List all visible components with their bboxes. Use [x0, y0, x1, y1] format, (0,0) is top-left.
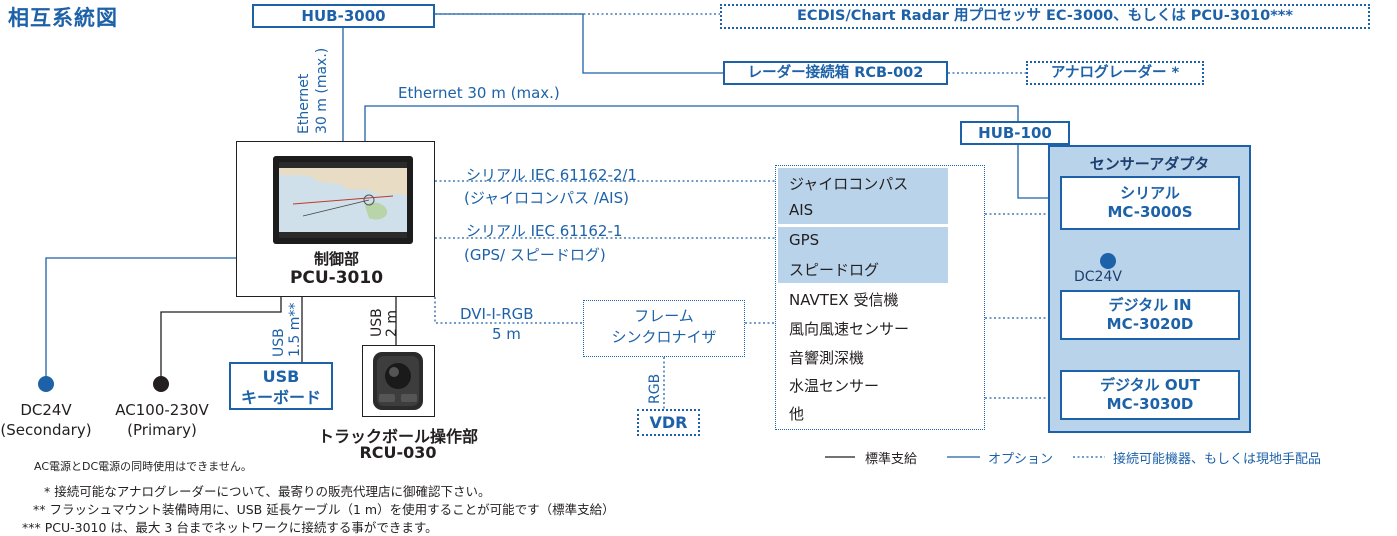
adapter-dc24v-label: DC24V [1074, 269, 1122, 285]
mc-3020d-box: デジタル IN MC-3020D [1060, 290, 1240, 340]
ac-primary-label: (Primary) [127, 421, 197, 439]
hub-100-label: HUB-100 [978, 124, 1052, 142]
sensor-item: スピードログ [789, 261, 880, 279]
vdr-label: VDR [649, 413, 688, 432]
usb-trackball-cable-label-1: USB [369, 308, 385, 337]
hub-3000-box: HUB-3000 [252, 4, 435, 28]
usb-keyboard-box: USB キーボード [229, 362, 333, 410]
sensor-highlight-serial-1 [778, 168, 948, 224]
ac-primary-connector-icon [153, 376, 169, 392]
mc-3030d-model: MC-3030D [1106, 395, 1194, 413]
sensor-item: 風向風速センサー [789, 320, 910, 338]
mc-3000s-model: MC-3000S [1107, 203, 1193, 221]
frame-synchronizer-label-1: フレーム [634, 307, 694, 325]
usb-keyboard-label-2: キーボード [240, 388, 321, 407]
footnote-2: ** フラッシュマウント装備時用に、USB 延長ケーブル（1 m）を使用すること… [33, 502, 615, 517]
frame-synchronizer-label-2: シンクロナイザ [611, 328, 717, 346]
ethernet-vertical-label-1: Ethernet [296, 73, 312, 134]
rcb-002-box: レーダー接続箱 RCB-002 [723, 61, 948, 85]
usb-keyboard-cable-label-1: USB [271, 328, 287, 357]
dc24v-secondary-label: (Secondary) [0, 421, 92, 439]
ac-label: AC100-230V [115, 401, 209, 419]
serial-iec-61162-2-label: シリアル IEC 61162-2/1 [466, 166, 638, 184]
mc-3020d-type: デジタル IN [1108, 296, 1192, 314]
frame-synchronizer-box: フレーム シンクロナイザ [583, 300, 745, 357]
dvi-length-label: 5 m [492, 325, 521, 343]
sensor-item: 音響測深機 [789, 349, 865, 367]
legend-option-label: オプション [988, 452, 1054, 467]
pcu-name-label: 制御部 [313, 250, 359, 268]
sensor-item: GPS [789, 231, 820, 249]
hub-100-box: HUB-100 [960, 121, 1070, 145]
serial-iec-61162-1-label: シリアル IEC 61162-1 [466, 222, 623, 240]
ethernet-horizontal-label: Ethernet 30 m (max.) [398, 84, 560, 102]
analog-radar-box: アナログレーダー * [1026, 61, 1204, 85]
pcu-3010-box: 制御部 PCU-3010 [236, 141, 435, 297]
page-title: 相互系統図 [8, 6, 118, 30]
dvi-rgb-label: DVI-I-RGB [460, 305, 534, 323]
dc24v-secondary-connector-icon [38, 376, 54, 392]
footnote-3: *** PCU-3010 は、最大 3 台までネットワークに接続する事ができます… [22, 520, 438, 535]
legend-standard-label: 標準支給 [865, 452, 918, 467]
ecdis-box: ECDIS/Chart Radar 用プロセッサ EC-3000、もしくは PC… [720, 4, 1370, 29]
sensor-item: NAVTEX 受信機 [789, 291, 899, 309]
sensor-list-box [775, 165, 985, 430]
ecdis-label: ECDIS/Chart Radar 用プロセッサ EC-3000、もしくは PC… [797, 8, 1293, 24]
mc-3000s-type: シリアル [1120, 184, 1180, 202]
footnote-1: * 接続可能なアナログレーダーについて、最寄りの販売代理店に御確認下さい。 [44, 484, 491, 499]
sensor-item: 他 [789, 405, 805, 423]
sensor-highlight-serial-2 [778, 227, 948, 283]
trackball-unit-box [362, 345, 435, 417]
hub-3000-label: HUB-3000 [301, 7, 386, 25]
sensor-item: AIS [789, 201, 814, 219]
power-note: AC電源とDC電源の同時使用はできません。 [34, 460, 252, 473]
sensor-item: ジャイロコンパス [789, 175, 909, 193]
pcu-model-label: PCU-3010 [289, 268, 384, 288]
mc-3030d-type: デジタル OUT [1099, 376, 1201, 394]
rcb-002-label: レーダー接続箱 RCB-002 [747, 65, 924, 81]
trackball-icon [373, 352, 423, 410]
chart-display-image [279, 162, 407, 238]
serial-gyro-ais-label: (ジャイロコンパス /AIS) [464, 189, 629, 207]
trackball-name-label: トラックボール操作部 [317, 427, 478, 446]
dc24v-connector-icon [1100, 253, 1116, 269]
rgb-label: RGB [647, 373, 663, 404]
mc-3030d-box: デジタル OUT MC-3030D [1060, 370, 1240, 420]
serial-gps-log-label: (GPS/ スピードログ) [464, 246, 606, 264]
mc-3000s-box: シリアル MC-3000S [1060, 176, 1240, 230]
sensor-adapter-title: センサーアダプタ [1089, 155, 1210, 173]
dc24v-label: DC24V [20, 401, 72, 419]
analog-radar-label: アナログレーダー * [1050, 65, 1180, 81]
ethernet-vertical-label-2: 30 m (max.) [314, 47, 330, 134]
legend-local-label: 接続可能機器、もしくは現地手配品 [1113, 452, 1322, 467]
display-screen-icon [273, 156, 413, 244]
mc-3020d-model: MC-3020D [1106, 315, 1194, 333]
trackball-model-label: RCU-030 [359, 443, 437, 462]
usb-trackball-cable-label-2: 2 m [384, 310, 400, 337]
usb-keyboard-label-1: USB [262, 367, 300, 386]
vdr-box: VDR [637, 409, 700, 436]
sensor-item: 水温センサー [789, 377, 880, 395]
usb-keyboard-cable-label-2: 1.5 m** [287, 302, 303, 357]
